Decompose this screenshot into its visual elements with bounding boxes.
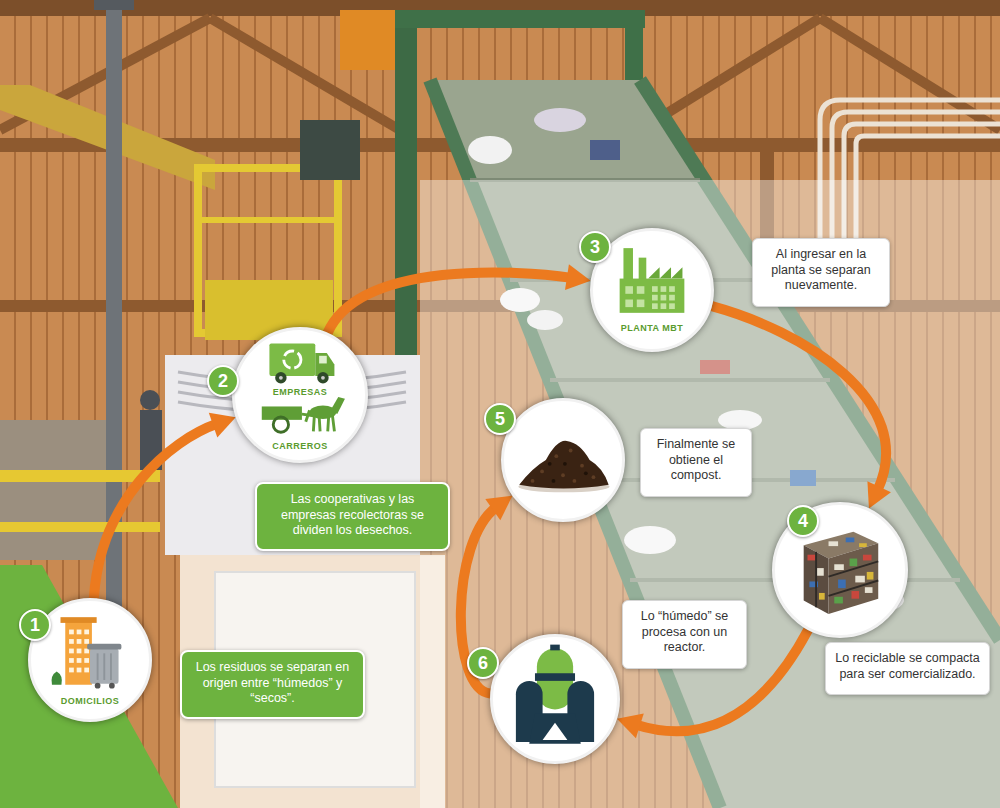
arrow-head [617, 714, 644, 739]
step-number: 5 [484, 403, 516, 435]
callout-box: Lo “húmedo” se procesa con un reactor. [622, 600, 747, 669]
arrow-head [867, 481, 891, 508]
callout-box: Finalmente se obtiene el compost. [640, 428, 752, 497]
step-circle: 4 [772, 502, 908, 638]
circle-label: EMPRESAS [235, 387, 365, 398]
step-circle: 1DOMICILIOS [28, 598, 152, 722]
arrow-line [94, 424, 218, 599]
callout-text: Lo reciclable se compacta para ser comer… [835, 651, 980, 682]
circle-label: PLANTA MBT [593, 323, 711, 334]
circle-label: DOMICILIOS [31, 696, 149, 707]
callout-box: Los residuos se separan en origen entre … [180, 650, 365, 719]
circle-label: CARREROS [235, 441, 365, 452]
callout-box: Al ingresar en la planta se separan nuev… [752, 238, 890, 307]
callout-box: Lo reciclable se compacta para ser comer… [825, 642, 990, 695]
arrow-head [485, 496, 512, 520]
flow-arrow [328, 264, 591, 333]
left-machinery [0, 390, 162, 560]
step-circle: 6 [490, 634, 620, 764]
arrow-head [565, 264, 591, 290]
green-corner [0, 565, 178, 808]
flow-arrow [94, 413, 236, 598]
arrow-line [328, 272, 572, 332]
step-circle: 2EMPRESASCARREROS [232, 327, 368, 463]
callout-text: Los residuos se separan en origen entre … [191, 660, 354, 707]
callout-box: Las cooperativas y las empresas recolect… [255, 482, 450, 551]
step-number: 2 [207, 365, 239, 397]
arrow-head [209, 413, 236, 438]
callout-text: Finalmente se obtiene el compost. [650, 437, 742, 484]
step-number: 6 [467, 647, 499, 679]
reactor-icon [493, 637, 617, 761]
step-number: 4 [787, 505, 819, 537]
step-number: 1 [19, 609, 51, 641]
callout-text: Lo “húmedo” se procesa con un reactor. [632, 609, 737, 656]
step-circle: 3PLANTA MBT [590, 228, 714, 352]
callout-text: Al ingresar en la planta se separan nuev… [762, 247, 880, 294]
callout-text: Las cooperativas y las empresas recolect… [266, 492, 439, 539]
step-number: 3 [579, 231, 611, 263]
step-circle: 5 [501, 398, 625, 522]
compost-icon [504, 401, 622, 519]
